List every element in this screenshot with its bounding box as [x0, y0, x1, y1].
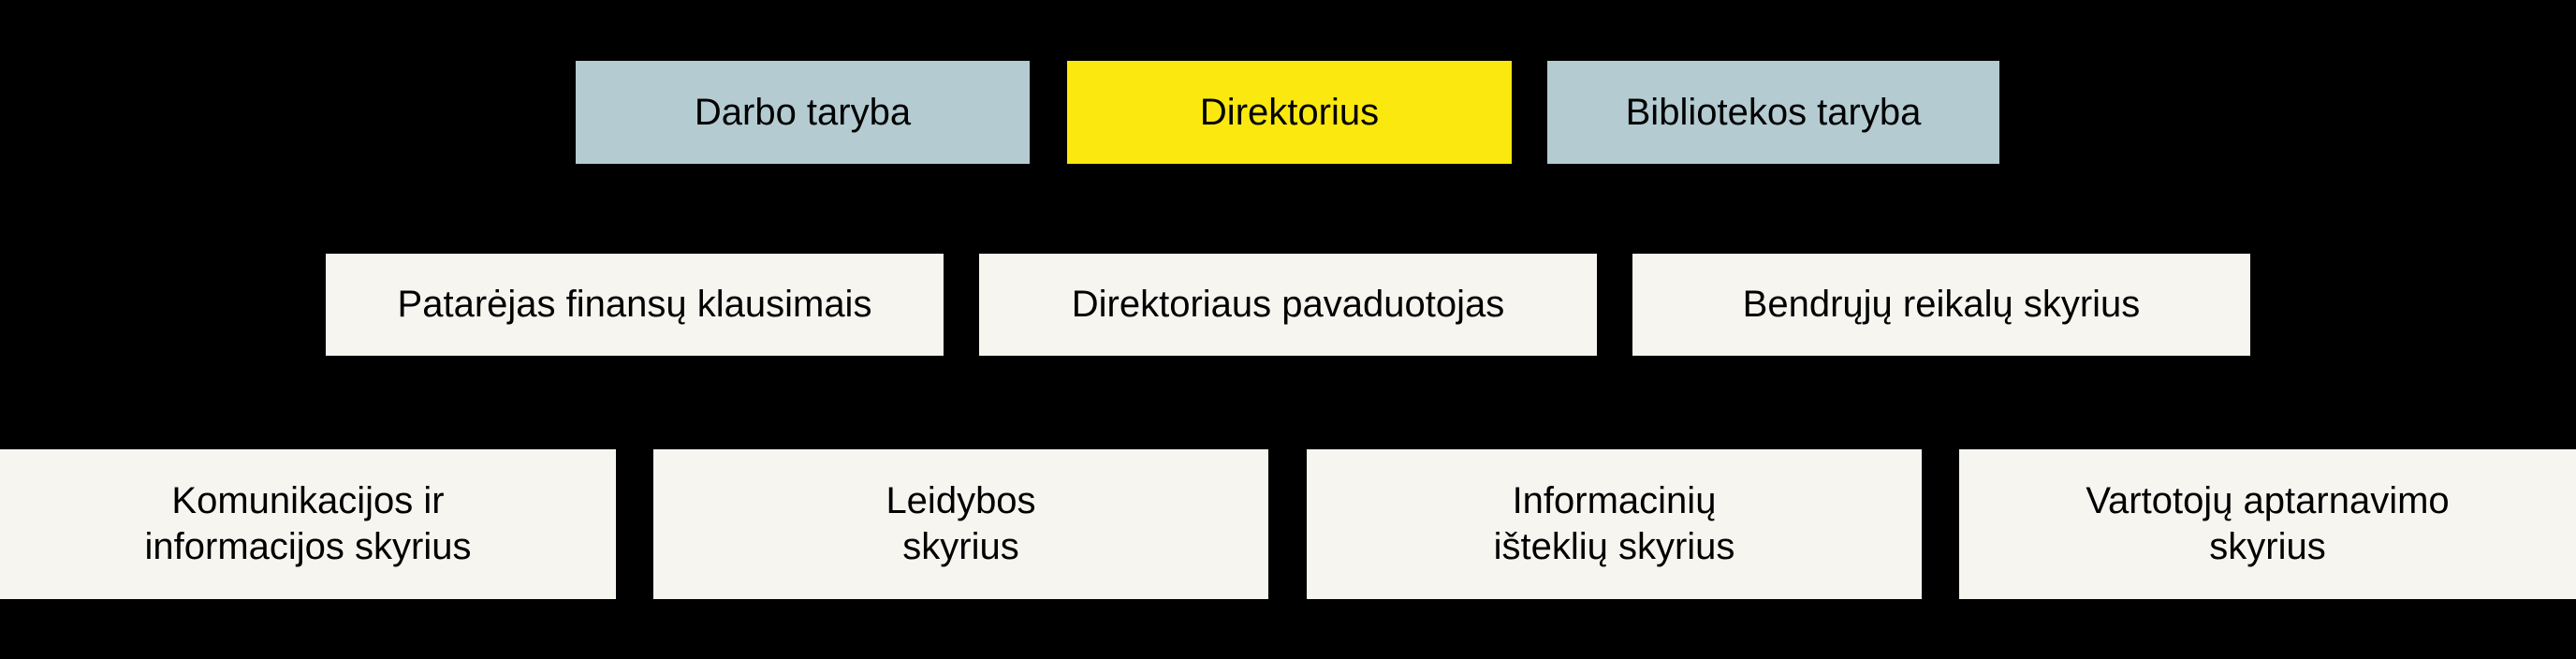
org-node-vartotoju-aptarnavimo-skyrius[interactable]: Vartotojų aptarnavimo skyrius — [1959, 449, 2576, 599]
org-node-leidybos-skyrius[interactable]: Leidybos skyrius — [653, 449, 1268, 599]
org-node-bendruju-reikalu-skyrius[interactable]: Bendrųjų reikalų skyrius — [1632, 254, 2250, 356]
org-node-direktoriaus-pavaduotojas[interactable]: Direktoriaus pavaduotojas — [979, 254, 1597, 356]
org-node-patarejas-finansu-klausimais[interactable]: Patarėjas finansų klausimais — [326, 254, 944, 356]
org-node-bibliotekos-taryba[interactable]: Bibliotekos taryba — [1547, 61, 1999, 164]
org-node-komunikacijos-ir-informacijos-skyrius[interactable]: Komunikacijos ir informacijos skyrius — [0, 449, 616, 599]
org-node-direktorius[interactable]: Direktorius — [1067, 61, 1512, 164]
org-node-darbo-taryba[interactable]: Darbo taryba — [576, 61, 1030, 164]
org-node-informaciniu-istekliu-skyrius[interactable]: Informacinių išteklių skyrius — [1307, 449, 1922, 599]
